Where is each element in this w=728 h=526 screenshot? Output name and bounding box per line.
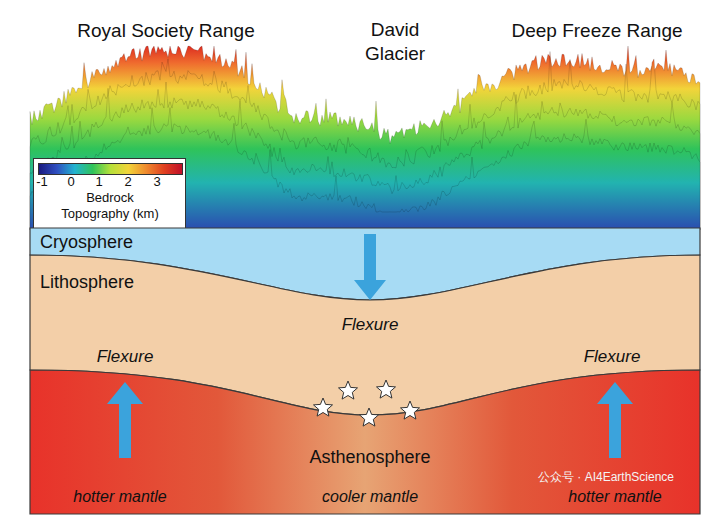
colorbar-tick: -1 xyxy=(36,174,48,190)
colorbar-tick: 2 xyxy=(124,174,131,190)
band-name: Asthenosphere xyxy=(309,447,430,469)
star xyxy=(401,401,420,419)
band-label: hotter mantle xyxy=(73,487,166,506)
seismic-stars xyxy=(314,380,420,426)
asthenosphere-band: Asthenosphere hotter mantle cooler mantle h… xyxy=(30,368,700,514)
band-label: Flexure xyxy=(342,315,399,335)
terrain-layers xyxy=(30,46,700,230)
watermark: 公众号 · AI4EarthScience xyxy=(538,470,674,484)
colorbar-tick: 1 xyxy=(95,174,102,190)
terrain-ridge xyxy=(30,82,700,230)
band-label: Flexure xyxy=(584,347,641,367)
band-name: Lithosphere xyxy=(40,272,134,294)
colorbar-tick: 0 xyxy=(67,174,74,190)
place-label: Royal Society Range xyxy=(77,20,254,43)
place-label: David Glacier xyxy=(353,18,437,66)
asthenosphere-band-outline xyxy=(30,370,700,514)
star xyxy=(314,398,333,416)
colorbar-legend-box: Bedrock Topography (km) xyxy=(33,158,186,230)
terrain-ridge xyxy=(30,46,700,230)
band-label: cooler mantle xyxy=(322,487,418,506)
band-label: Flexure xyxy=(97,347,154,367)
band-name: Bedrock Topography (km) xyxy=(54,190,166,221)
star xyxy=(377,380,396,398)
colorbar xyxy=(38,163,183,175)
band-name: Cryosphere xyxy=(40,232,133,254)
up-arrow xyxy=(597,382,633,458)
down-arrow xyxy=(354,234,386,300)
terrain-ridge xyxy=(30,52,700,231)
colorbar-tick: 3 xyxy=(153,174,160,190)
load-arrows xyxy=(107,234,633,458)
band-label: hotter mantle xyxy=(568,487,661,506)
up-arrow xyxy=(107,382,143,458)
terrain-ridge xyxy=(30,108,700,230)
star xyxy=(339,381,358,399)
place-label: Deep Freeze Range xyxy=(511,20,682,43)
star xyxy=(360,408,379,426)
